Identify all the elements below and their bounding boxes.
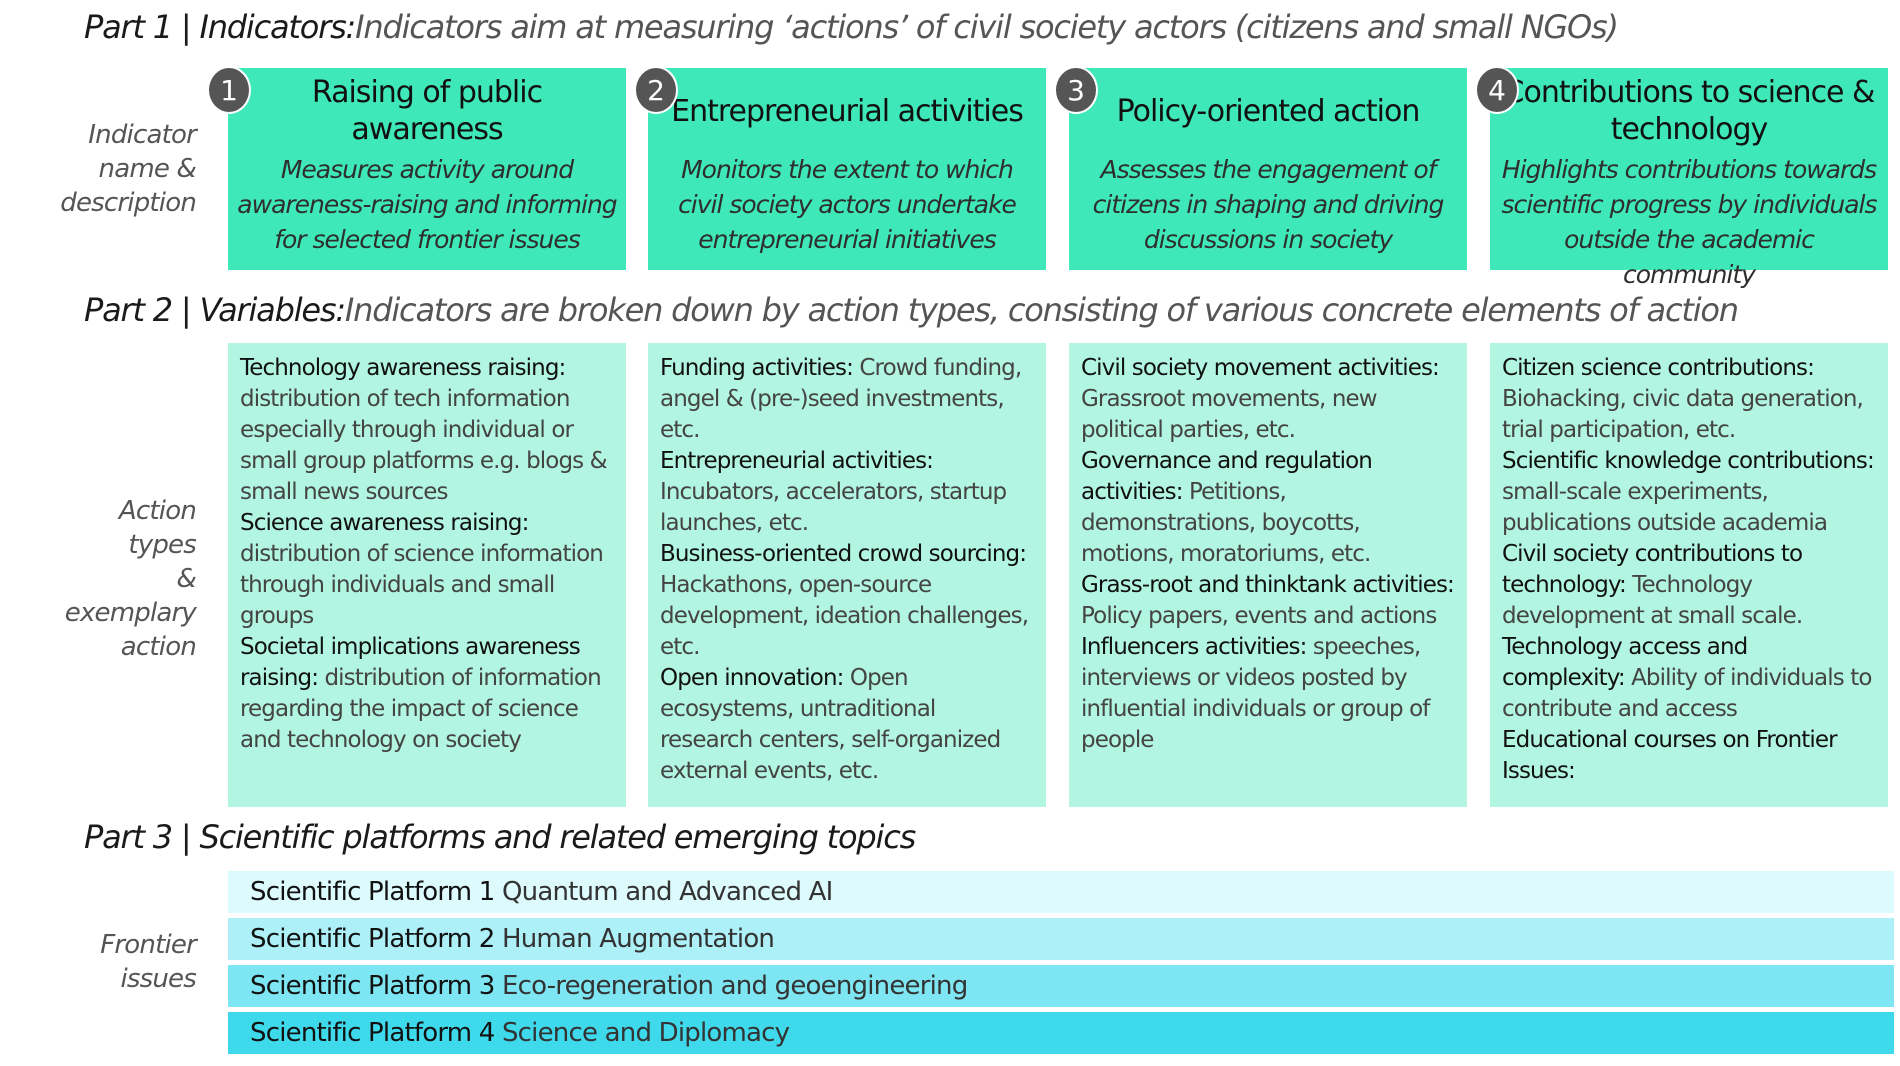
part1-description: Indicators aim at measuring ‘actions’ of… bbox=[355, 8, 1619, 46]
indicator-number-badge: 3 bbox=[1054, 66, 1098, 114]
variable-item: Scientific knowledge contributions: smal… bbox=[1502, 448, 1875, 536]
action-types-side-label: Action types & exemplary action bbox=[64, 496, 197, 662]
variable-item: Technology access and complexity: Abilit… bbox=[1502, 634, 1872, 722]
indicator-description: Highlights contributions towards scienti… bbox=[1501, 155, 1877, 289]
indicator-number-badge: 2 bbox=[634, 66, 678, 114]
variable-item: Open innovation: Open ecosystems, untrad… bbox=[660, 665, 1001, 784]
indicator-number-badge: 1 bbox=[207, 66, 251, 114]
platform-row-4: Scientific Platform 4 Science and Diplom… bbox=[228, 1012, 1894, 1054]
variable-item: Entrepreneurial activities: Incubators, … bbox=[660, 448, 1007, 536]
indicator-title: Policy-oriented action bbox=[1116, 93, 1421, 129]
variable-item: Grass-root and thinktank activities: Pol… bbox=[1081, 572, 1455, 629]
variables-box-4: Citizen science contributions: Biohackin… bbox=[1490, 343, 1888, 807]
indicator-box-3: Policy-oriented action Assesses the enga… bbox=[1069, 68, 1467, 270]
frontier-issues-side-label: Frontier issues bbox=[100, 930, 197, 994]
part2-label: Part 2 | Variables: bbox=[84, 291, 346, 329]
part1-label: Part 1 | Indicators: bbox=[84, 8, 356, 46]
indicator-description: Measures activity around awareness-raisi… bbox=[237, 155, 617, 254]
variable-item: Societal implications awareness raising:… bbox=[240, 634, 602, 753]
part3-heading: Part 3 | Scientific platforms and relate… bbox=[84, 818, 916, 856]
indicator-title: Contributions to science & technology bbox=[1503, 75, 1876, 147]
variables-box-1: Technology awareness raising: distributi… bbox=[228, 343, 626, 807]
platform-row-1: Scientific Platform 1 Quantum and Advanc… bbox=[228, 871, 1894, 913]
indicator-description: Assesses the engagement of citizens in s… bbox=[1092, 155, 1445, 254]
indicator-number-badge: 4 bbox=[1475, 66, 1519, 114]
platform-row-2: Scientific Platform 2 Human Augmentation bbox=[228, 918, 1894, 960]
part2-heading: Part 2 | Variables:Indicators are broken… bbox=[84, 291, 1739, 329]
variable-item: Civil society movement activities: Grass… bbox=[1081, 355, 1440, 443]
variables-box-2: Funding activities: Crowd funding, angel… bbox=[648, 343, 1046, 807]
variable-item: Civil society contributions to technolog… bbox=[1502, 541, 1803, 629]
variable-item: Technology awareness raising: distributi… bbox=[240, 355, 608, 505]
variables-box-3: Civil society movement activities: Grass… bbox=[1069, 343, 1467, 807]
indicator-title: Raising of public awareness bbox=[311, 75, 543, 147]
indicator-box-2: Entrepreneurial activities Monitors the … bbox=[648, 68, 1046, 270]
variable-item: Science awareness raising: distribution … bbox=[240, 510, 604, 629]
part2-description: Indicators are broken down by action typ… bbox=[344, 291, 1739, 329]
indicator-box-1: Raising of public awareness Measures act… bbox=[228, 68, 626, 270]
variable-item: Educational courses on Frontier Issues: bbox=[1502, 727, 1838, 784]
indicator-box-4: Contributions to science & technology Hi… bbox=[1490, 68, 1888, 289]
part1-heading: Part 1 | Indicators:Indicators aim at me… bbox=[84, 8, 1619, 46]
indicator-description: Monitors the extent to which civil socie… bbox=[678, 155, 1017, 254]
variable-item: Business-oriented crowd sourcing: Hackat… bbox=[660, 541, 1029, 660]
variable-item: Influencers activities: speeches, interv… bbox=[1081, 634, 1430, 753]
variable-item: Funding activities: Crowd funding, angel… bbox=[660, 355, 1022, 443]
indicator-side-label: Indicator name & description bbox=[60, 120, 197, 218]
indicator-title: Entrepreneurial activities bbox=[671, 93, 1024, 129]
variable-item: Governance and regulation activities: Pe… bbox=[1081, 448, 1373, 567]
variable-item: Citizen science contributions: Biohackin… bbox=[1502, 355, 1864, 443]
platform-row-3: Scientific Platform 3 Eco-regeneration a… bbox=[228, 965, 1894, 1007]
